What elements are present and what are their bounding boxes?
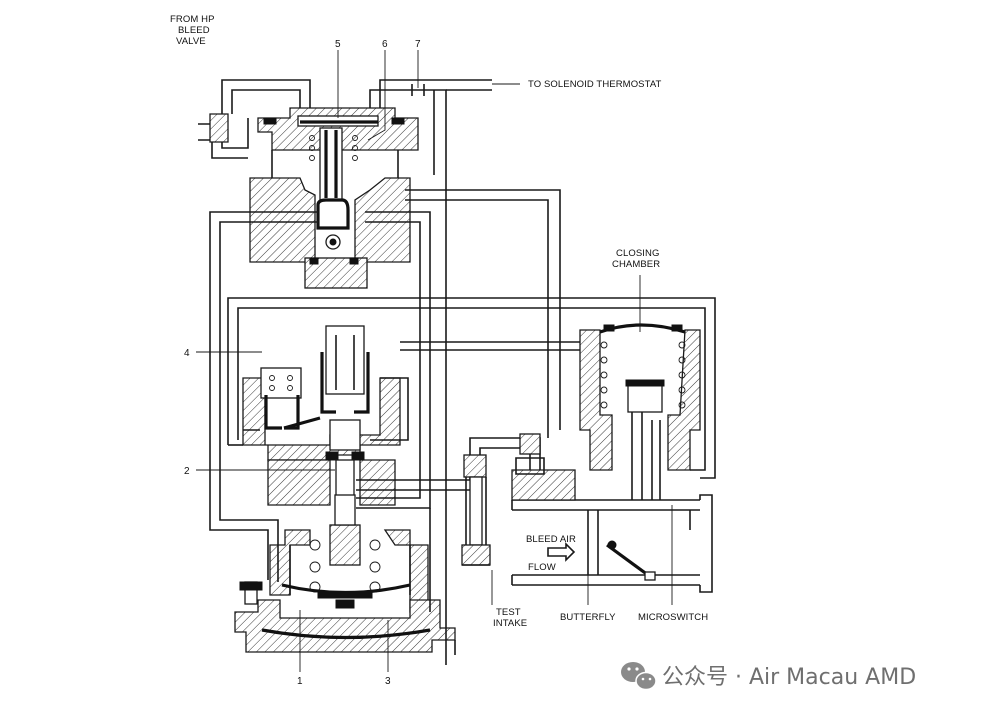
test-intake-label-1: TEST xyxy=(496,607,521,618)
upper-valve-assembly xyxy=(249,107,419,289)
callout-1: 1 xyxy=(297,676,303,687)
closing-chamber xyxy=(579,323,701,500)
microswitch-label: MICROSWITCH xyxy=(638,612,708,623)
bleed-air-label: BLEED AIR xyxy=(526,534,576,545)
callout-7: 7 xyxy=(415,39,421,50)
leader-lines xyxy=(196,50,673,672)
flow-label: FLOW xyxy=(528,562,556,573)
labels: FROM HP BLEED VALVE TO SOLENOID THERMOST… xyxy=(170,14,708,687)
test-intake-label-2: INTAKE xyxy=(493,618,527,629)
to-solenoid-label: TO SOLENOID THERMOSTAT xyxy=(528,79,662,90)
from-hp-label-3: VALVE xyxy=(176,36,206,47)
watermark-text: 公众号 · Air Macau AMD xyxy=(662,665,916,690)
test-intake xyxy=(461,454,491,566)
from-hp-label-1: FROM HP xyxy=(170,14,215,25)
butterfly-label: BUTTERFLY xyxy=(560,612,616,623)
from-hp-label-2: BLEED xyxy=(178,25,210,36)
callout-4: 4 xyxy=(184,348,190,359)
wechat-icon xyxy=(621,662,657,691)
butterfly-duct xyxy=(511,433,713,593)
callout-3: 3 xyxy=(385,676,391,687)
middle-servo-assembly xyxy=(242,325,401,506)
callout-2: 2 xyxy=(184,466,190,477)
lower-assembly xyxy=(234,494,456,653)
callout-6: 6 xyxy=(382,39,388,50)
watermark: 公众号 · Air Macau AMD xyxy=(621,662,916,691)
callout-5: 5 xyxy=(335,39,341,50)
closing-chamber-label-1: CLOSING xyxy=(616,248,659,259)
closing-chamber-label-2: CHAMBER xyxy=(612,259,660,270)
